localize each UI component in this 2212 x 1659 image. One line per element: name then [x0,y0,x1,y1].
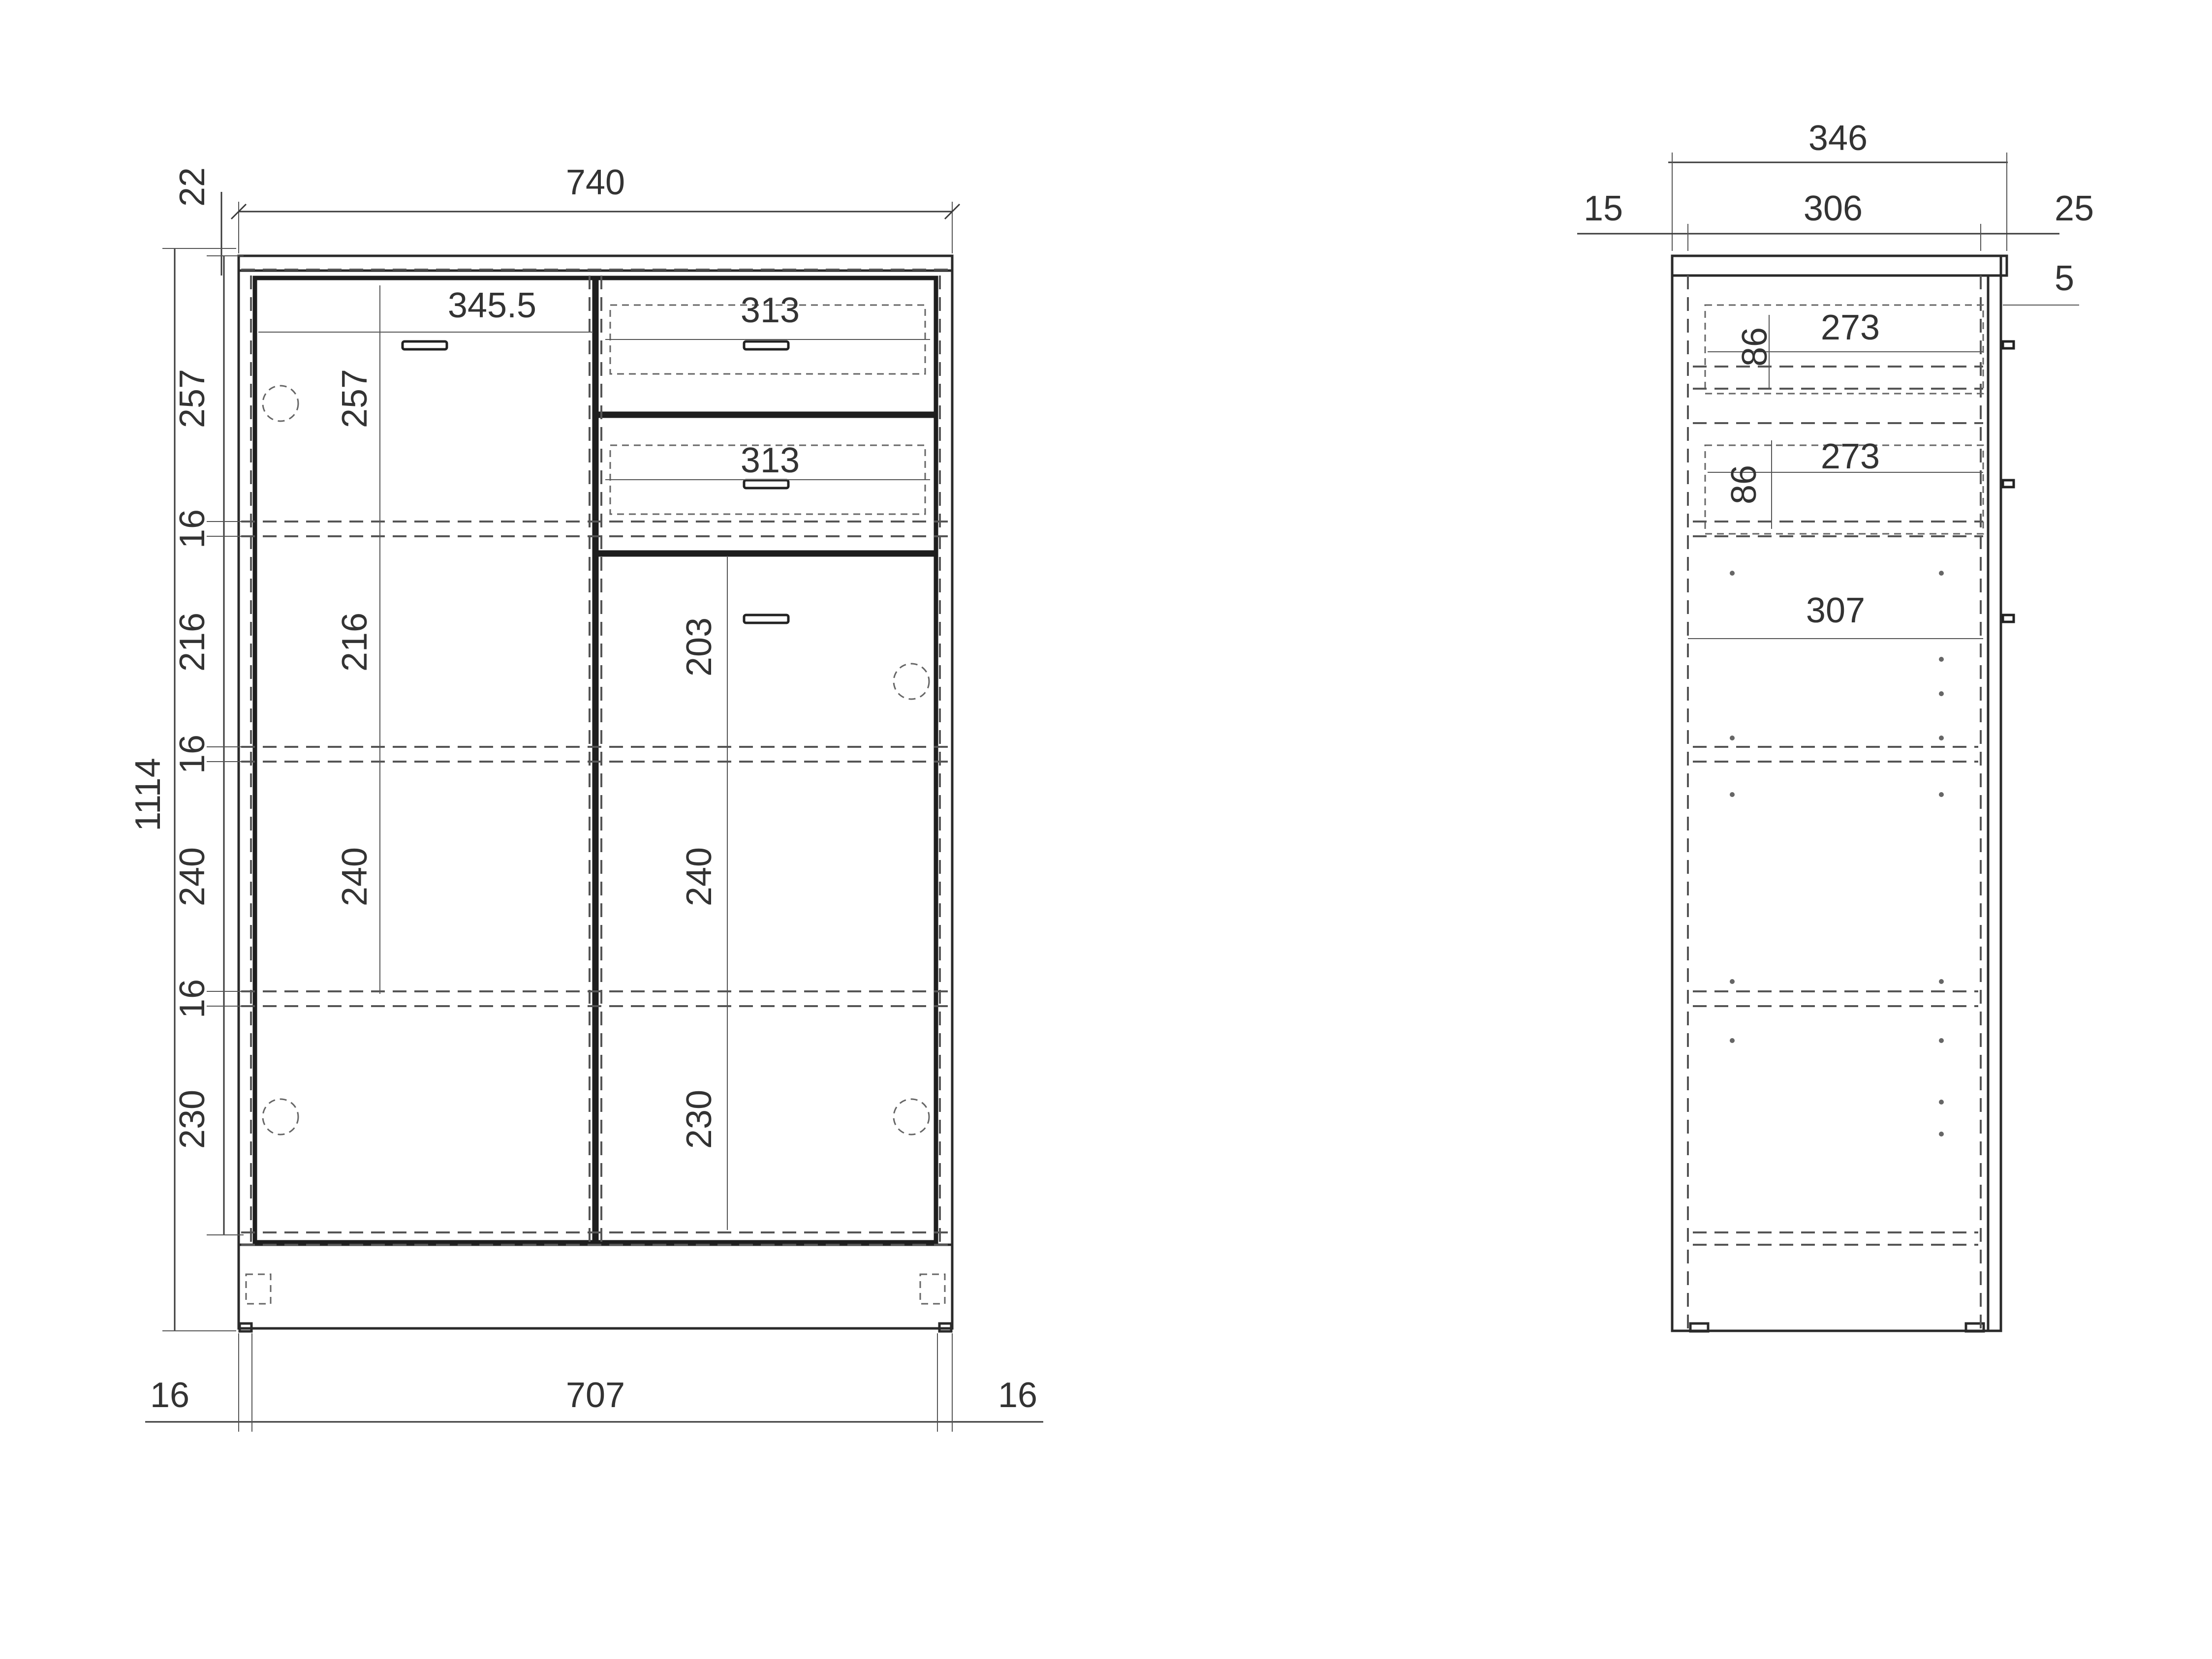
dim-drawer-depth-bottom: 273 [1821,437,1880,476]
dim-overall-width: 740 [566,163,625,202]
side-view: 346 15 306 25 5 273 273 86 86 307 [1577,119,2094,1333]
side-foot-back [1689,1322,1710,1333]
side-knob-mid [2001,479,2015,489]
dim-stack-7: 230 [173,1090,212,1149]
dim-stack-5: 240 [173,847,212,906]
dim-drawer-height-top: 86 [1735,327,1775,367]
side-shelf-pins [1730,571,1944,1137]
dim-drawer-depth-top: 273 [1821,308,1880,347]
dim-front-gap: 5 [2055,259,2074,298]
dim-overall-depth: 346 [1808,119,1868,158]
side-top-panel [1671,254,2008,277]
dim-right-inner-2: 240 [680,847,719,906]
dim-left-door-width: 345.5 [448,286,536,325]
dim-stack-6: 16 [173,979,212,1018]
front-top-panel [237,254,954,272]
dim-inner-depth: 306 [1804,189,1863,228]
hinge-right-bottom [893,1098,930,1136]
side-drawer-box-top [1704,304,1984,395]
front-view: 740 22 345.5 313 313 257 16 216 16 240 1… [128,163,1043,1432]
front-foot-right [938,1322,953,1333]
dim-back-offset: 15 [1584,189,1623,228]
dim-side-left: 16 [150,1376,189,1415]
right-door [594,552,938,1245]
side-carcass-outline [1671,254,2002,1332]
side-drawer-box-mid [1704,444,1984,535]
side-knob-top [2001,340,2015,350]
dim-stack-3: 216 [173,613,212,672]
hinge-right-top [893,663,930,700]
dim-drawer-width-bottom: 313 [741,441,800,480]
dim-drawer-height-bottom: 86 [1724,465,1764,504]
hinge-left-bottom [262,1098,299,1136]
side-foot-front [1964,1322,1985,1333]
dim-left-inner-2: 216 [335,613,374,672]
handle-left-door [401,340,448,351]
dim-left-inner-1: 257 [335,369,374,428]
dim-right-inner-1: 203 [680,617,719,676]
side-knob-low [2001,614,2015,623]
front-foot-left [238,1322,253,1333]
dim-side-right: 16 [998,1376,1037,1415]
dim-right-inner-3: 230 [680,1090,719,1149]
front-carcass-outline [237,254,954,1330]
plinth-fitting-right [919,1273,946,1305]
handle-top-drawer [743,340,790,351]
dim-front-offset: 25 [2055,189,2094,228]
dim-top-thickness: 22 [173,167,212,207]
handle-right-door [743,614,790,624]
dim-shelf-depth: 307 [1806,591,1865,630]
dim-inner-width: 707 [566,1376,625,1415]
left-door [252,276,597,1245]
plinth-fitting-left [245,1273,272,1305]
dim-stack-2: 16 [173,509,212,549]
handle-middle-drawer [743,479,790,490]
dim-overall-height: 1114 [128,758,168,831]
dim-left-inner-3: 240 [335,847,374,906]
hinge-left-top [262,385,299,422]
dim-drawer-width-top: 313 [741,291,800,330]
dim-stack-4: 16 [173,735,212,774]
dim-stack-1: 257 [173,369,212,428]
